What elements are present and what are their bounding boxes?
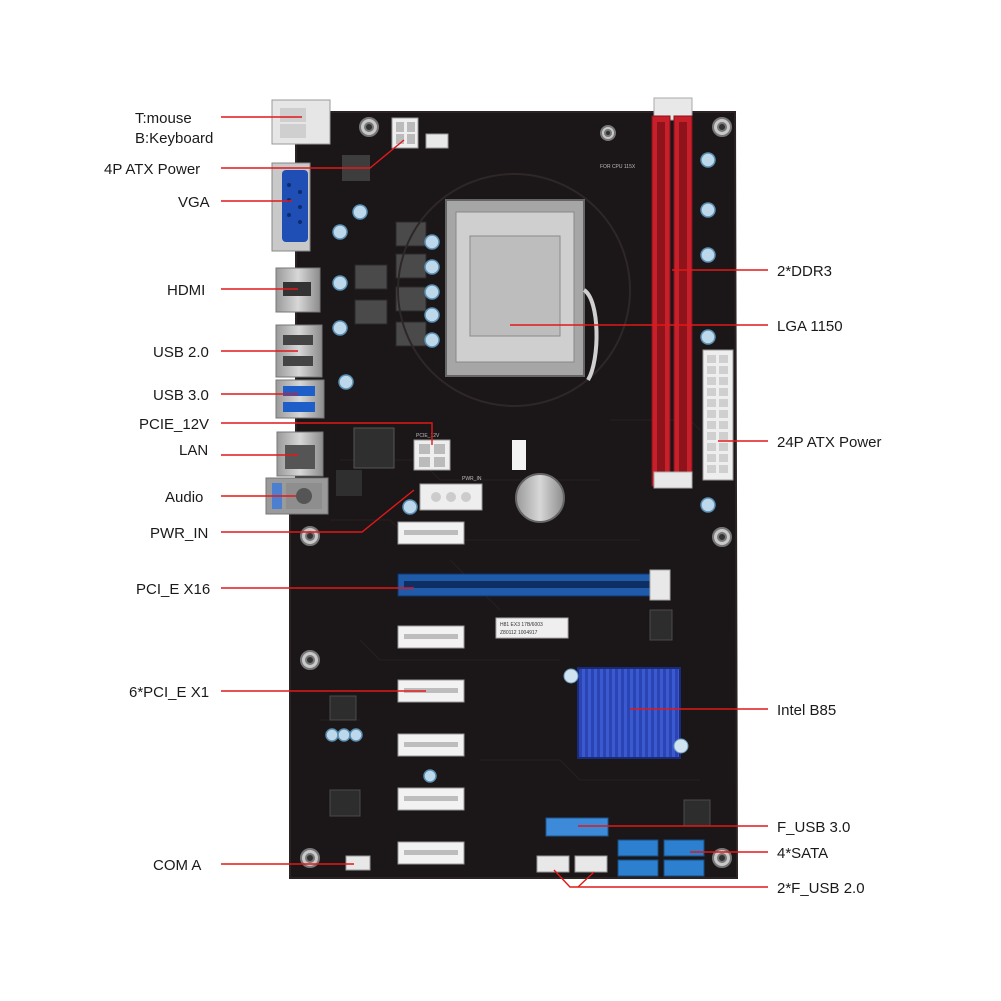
io-chip-1 <box>329 695 357 721</box>
pwr-in-connector: PWR_IN <box>419 476 483 511</box>
leader-lines <box>221 116 768 888</box>
mounting-holes <box>300 117 732 868</box>
label-pcie-x1: 6*PCI_E X1 <box>129 684 209 701</box>
label-com-a: COM A <box>153 857 201 874</box>
atx-24pin-connector <box>702 349 734 481</box>
cpu-fan-header <box>425 133 449 149</box>
label-lga1150: LGA 1150 <box>777 318 843 335</box>
io-chip-2 <box>329 789 361 817</box>
label-keyboard: B:Keyboard <box>135 130 213 147</box>
callout-labels: T:mouse B:Keyboard 4P ATX Power VGA HDMI… <box>104 110 882 897</box>
atx-4pin-connector <box>391 117 419 149</box>
front-usb2-headers <box>536 855 608 873</box>
label-vga: VGA <box>178 194 210 211</box>
audio-chip <box>336 470 362 496</box>
lan-chip <box>353 427 395 469</box>
pcie-x16-slot <box>397 569 671 601</box>
label-f-usb2: 2*F_USB 2.0 <box>777 880 865 897</box>
label-atx-4p: 4P ATX Power <box>104 161 200 178</box>
pcie12v-tag: PCIE_12V <box>416 433 440 439</box>
sticker-line-2: Z80112 1004917 <box>500 630 538 636</box>
label-atx-24p: 24P ATX Power <box>777 434 882 451</box>
cmos-battery <box>515 473 565 523</box>
rear-io <box>265 99 331 515</box>
label-pwr-in: PWR_IN <box>150 525 208 542</box>
cpu-socket-lga1150: FOR CPU 115X <box>397 164 636 407</box>
label-audio: Audio <box>165 489 203 506</box>
label-lan: LAN <box>179 442 208 459</box>
label-hdmi: HDMI <box>167 282 205 299</box>
ddr3-slots <box>651 97 693 489</box>
label-sata: 4*SATA <box>777 845 828 862</box>
front-usb3-header <box>545 817 609 837</box>
label-usb2: USB 2.0 <box>153 344 209 361</box>
sticker-line-1: H81 EX3 17B/6003 <box>500 622 543 628</box>
label-intel-b85: Intel B85 <box>777 702 836 719</box>
usb3-ports <box>275 379 325 419</box>
label-mouse: T:mouse <box>135 110 192 127</box>
com-a-header <box>345 855 371 871</box>
intel-b85-heatsink <box>563 667 689 759</box>
board-sticker: H81 EX3 17B/6003 Z80112 1004917 <box>495 617 569 639</box>
label-usb3: USB 3.0 <box>153 387 209 404</box>
label-f-usb3: F_USB 3.0 <box>777 819 850 836</box>
pwr-in-tag: PWR_IN <box>462 476 482 482</box>
label-ddr3: 2*DDR3 <box>777 263 832 280</box>
white-label <box>512 440 526 470</box>
label-pcie-12v: PCIE_12V <box>139 416 209 433</box>
label-pcie-x16: PCI_E X16 <box>136 581 210 598</box>
cpu-note-text: FOR CPU 115X <box>600 164 636 170</box>
